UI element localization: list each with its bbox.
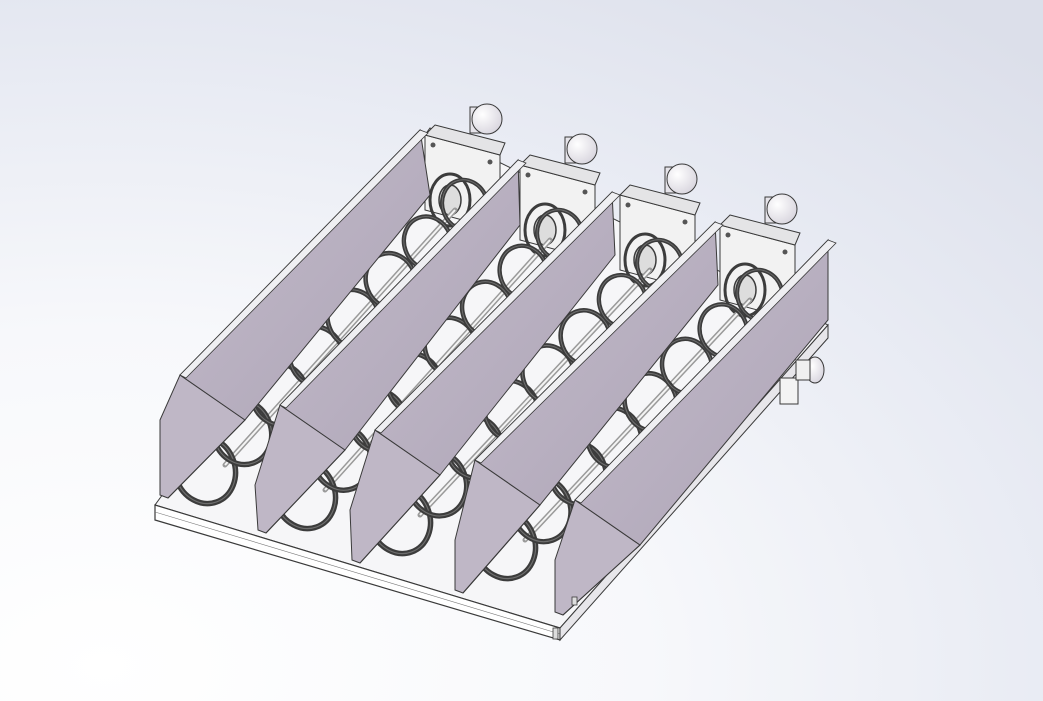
divider-panel-2 (254, 158, 527, 534)
divider-panel-1 (159, 128, 431, 499)
front-peg-icon (552, 596, 578, 640)
motor-icon (564, 133, 598, 165)
motor-bracket-group (424, 103, 801, 321)
divider-panel-5 (554, 238, 837, 616)
motor-icon (469, 103, 503, 135)
divider-panel-group (159, 128, 837, 616)
motor-icon (664, 163, 698, 195)
divider-panel-3 (349, 190, 621, 564)
motor-icon (764, 193, 798, 225)
adjust-knob-icon (779, 356, 825, 405)
divider-panel-4 (454, 220, 724, 594)
